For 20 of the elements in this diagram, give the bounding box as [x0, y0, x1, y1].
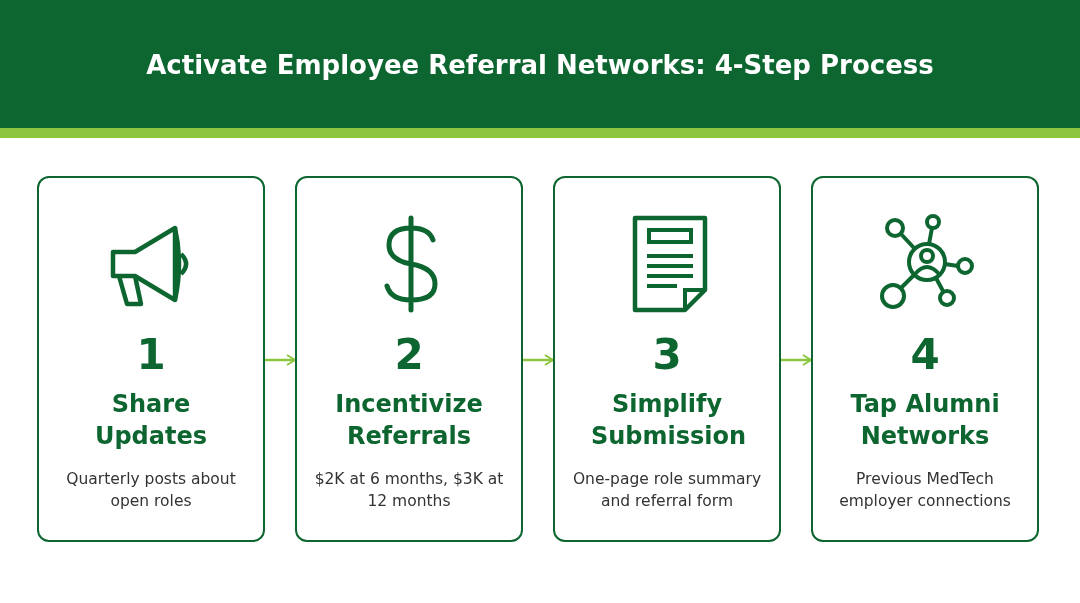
arrow: [781, 354, 812, 366]
step-title: Tap Alumni Networks: [849, 389, 1001, 452]
step-number: 2: [393, 334, 425, 376]
arrow: [523, 354, 554, 366]
step-number: 1: [135, 334, 167, 376]
arrow: [265, 354, 296, 366]
step-title: Incentivize Referrals: [334, 389, 484, 452]
step-card: [37, 176, 265, 542]
step-card: [811, 176, 1039, 542]
step-description: Previous MedTech employer connections: [838, 469, 1012, 512]
step-number: 4: [909, 334, 941, 376]
step-title: Simplify Submission: [591, 389, 743, 452]
step-card: [295, 176, 523, 542]
step-title: Share Updates: [93, 389, 209, 452]
step-description: $2K at 6 months, $3K at 12 months: [313, 469, 505, 512]
step-number: 3: [651, 334, 683, 376]
step-card: [553, 176, 781, 542]
step-description: Quarterly posts about open roles: [65, 469, 237, 512]
step-description: One-page role summary and referral form: [571, 469, 763, 512]
title: Activate Employee Referral Networks: 4-Step Process: [145, 50, 935, 80]
